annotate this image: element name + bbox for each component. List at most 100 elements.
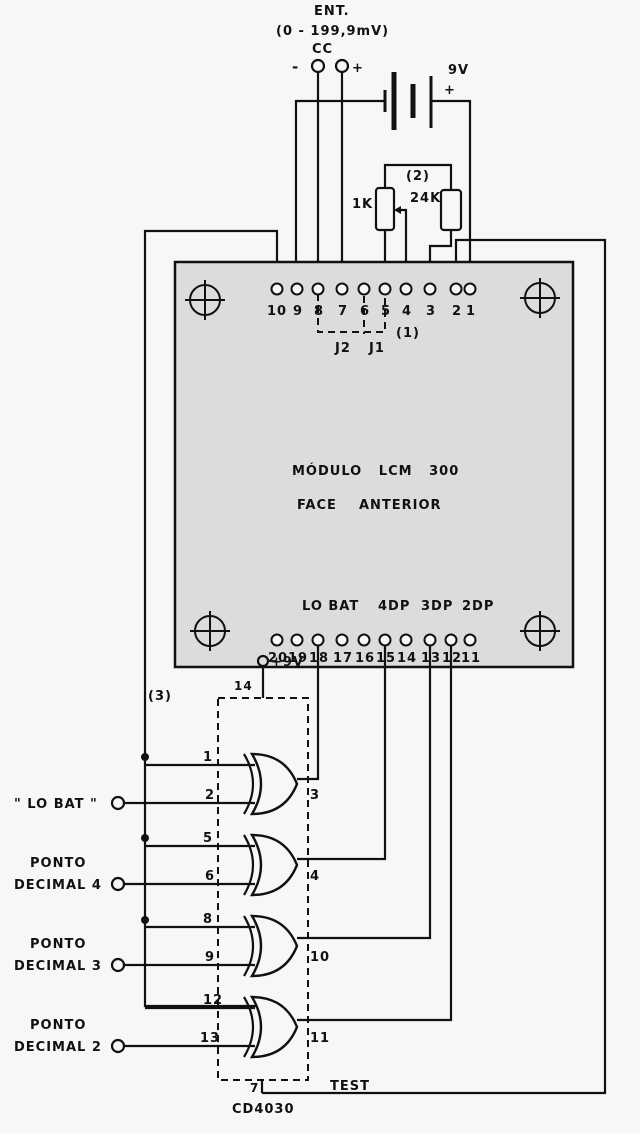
module-bottom-pin-number: 14 xyxy=(397,651,417,666)
xor-back-curve xyxy=(243,996,254,1058)
xor-back-curve xyxy=(243,915,254,977)
xor-output-pin: 10 xyxy=(310,950,330,965)
input-terminal[interactable] xyxy=(110,795,126,811)
input-minus-terminal[interactable] xyxy=(310,58,326,74)
module-bottom-pin-number: 20 xyxy=(268,651,288,666)
pot-1k[interactable] xyxy=(374,186,396,232)
xor-back-curve xyxy=(243,834,254,896)
xor-output-pin: 4 xyxy=(310,869,320,884)
module-top-pin-pad[interactable] xyxy=(357,282,371,296)
input-label-line1: PONTO xyxy=(30,937,86,952)
module-top-pin-number: 8 xyxy=(314,304,324,319)
xor-input-1-pin: 8 xyxy=(203,912,213,927)
pot-24k[interactable] xyxy=(439,188,463,232)
mount-hole-bottom-left-icon xyxy=(190,611,230,651)
input-label-line2: DECIMAL 2 xyxy=(14,1040,102,1055)
xor-input-2-pin: 6 xyxy=(205,869,215,884)
module-top-pin-pad[interactable] xyxy=(463,282,477,296)
xor-gate-2: 5 6 4 xyxy=(145,831,320,897)
dp3-pin-label: 3DP xyxy=(421,599,453,614)
module-bottom-pin-pad[interactable] xyxy=(444,633,458,647)
external-inputs: " LO BAT " PONTO DECIMAL 4 PONTO DECIMAL 3 PO… xyxy=(14,795,255,1055)
pot-1k-wiper-arrow xyxy=(394,206,401,214)
xor-back-curve xyxy=(243,753,254,815)
external-input-2: PONTO DECIMAL 4 xyxy=(14,856,255,893)
pin10-common-wire xyxy=(143,229,279,1008)
lo-bat-pin-label: LO BAT xyxy=(302,599,359,614)
module-top-pin-number: 3 xyxy=(426,304,436,319)
input-label-line2: DECIMAL 4 xyxy=(14,878,102,893)
xor-input-2-pin: 13 xyxy=(200,1031,220,1046)
pots-top-wire xyxy=(383,163,453,190)
battery-plus: + xyxy=(444,83,456,98)
module-bottom-pin-pad[interactable] xyxy=(290,633,304,647)
module-bottom-pin-pad[interactable] xyxy=(423,633,437,647)
dp2-pin-label: 2DP xyxy=(462,599,494,614)
input-terminal[interactable] xyxy=(110,1038,126,1054)
module-bottom-pin-pad[interactable] xyxy=(270,633,284,647)
module-bottom-pin-pad[interactable] xyxy=(399,633,413,647)
module-top-pin-pad[interactable] xyxy=(399,282,413,296)
module-bottom-pin-pad[interactable] xyxy=(378,633,392,647)
test-wire xyxy=(262,238,607,1095)
ic-name: CD4030 xyxy=(232,1102,295,1117)
module-bottom-pin-pad[interactable] xyxy=(463,633,477,647)
junction-dot xyxy=(141,834,149,842)
battery-voltage: 9V xyxy=(448,63,469,78)
battery-symbol xyxy=(383,72,433,130)
xor-output-pin: 3 xyxy=(310,788,320,803)
input-range: (0 - 199,9mV) xyxy=(276,24,389,39)
module-bottom-pin-number: 17 xyxy=(333,651,353,666)
xor-output-pin: 11 xyxy=(310,1031,330,1046)
lo-bat-wire xyxy=(297,645,320,781)
xor-input-1-pin: 1 xyxy=(203,750,213,765)
module-top-pin-pad[interactable] xyxy=(423,282,437,296)
external-input-1: " LO BAT " xyxy=(14,795,255,812)
module-bottom-pin-pad[interactable] xyxy=(311,633,325,647)
input-plus-terminal[interactable] xyxy=(334,58,350,74)
input-label-line2: DECIMAL 3 xyxy=(14,959,102,974)
module-bottom-pin-number: 11 xyxy=(461,651,481,666)
input-label-line1: PONTO xyxy=(30,1018,86,1033)
input-label-line1: PONTO xyxy=(30,856,86,871)
module-title: MÓDULO LCM 300 xyxy=(292,463,459,479)
junction-dot xyxy=(141,753,149,761)
module-bottom-pin-number: 19 xyxy=(288,651,308,666)
module-top-pin-pad[interactable] xyxy=(311,282,325,296)
xor-body xyxy=(249,914,299,978)
module-top-pin-pad[interactable] xyxy=(270,282,284,296)
module-top-pin-pad[interactable] xyxy=(290,282,304,296)
module-top-pin-pad[interactable] xyxy=(449,282,463,296)
module-bottom-pin-pad[interactable] xyxy=(335,633,349,647)
module-top-pin-number: 1 xyxy=(466,304,476,319)
ic-gnd-pin: 7 xyxy=(250,1081,259,1095)
battery-pos-wire xyxy=(431,99,472,284)
dp4-wire xyxy=(297,645,387,861)
module-top-pin-pad[interactable] xyxy=(378,282,392,296)
jumper-j1-label: J1 xyxy=(368,341,385,356)
jumper-j2-j1 xyxy=(317,294,386,333)
input-cc: CC xyxy=(312,42,333,57)
lcm300-module xyxy=(173,260,575,669)
pot-wiper-wire xyxy=(401,208,408,284)
input-terminal[interactable] xyxy=(110,957,126,973)
dp4-pin-label: 4DP xyxy=(378,599,410,614)
module-top-pin-number: 2 xyxy=(452,304,462,319)
input-plus: + xyxy=(352,61,364,76)
mount-hole-top-left-icon xyxy=(185,280,225,320)
pot-1k-label: 1K xyxy=(352,197,373,212)
module-bottom-pin-pad[interactable] xyxy=(357,633,371,647)
module-top-pin-number: 10 xyxy=(267,304,287,319)
xor-input-1-pin: 5 xyxy=(203,831,213,846)
ic-vdd-pin: 14 xyxy=(234,679,253,693)
ic-vdd-label: +9V xyxy=(271,655,304,670)
input-label-line1: " LO BAT " xyxy=(14,797,98,812)
input-terminal[interactable] xyxy=(110,876,126,892)
module-top-pin-pad[interactable] xyxy=(335,282,349,296)
